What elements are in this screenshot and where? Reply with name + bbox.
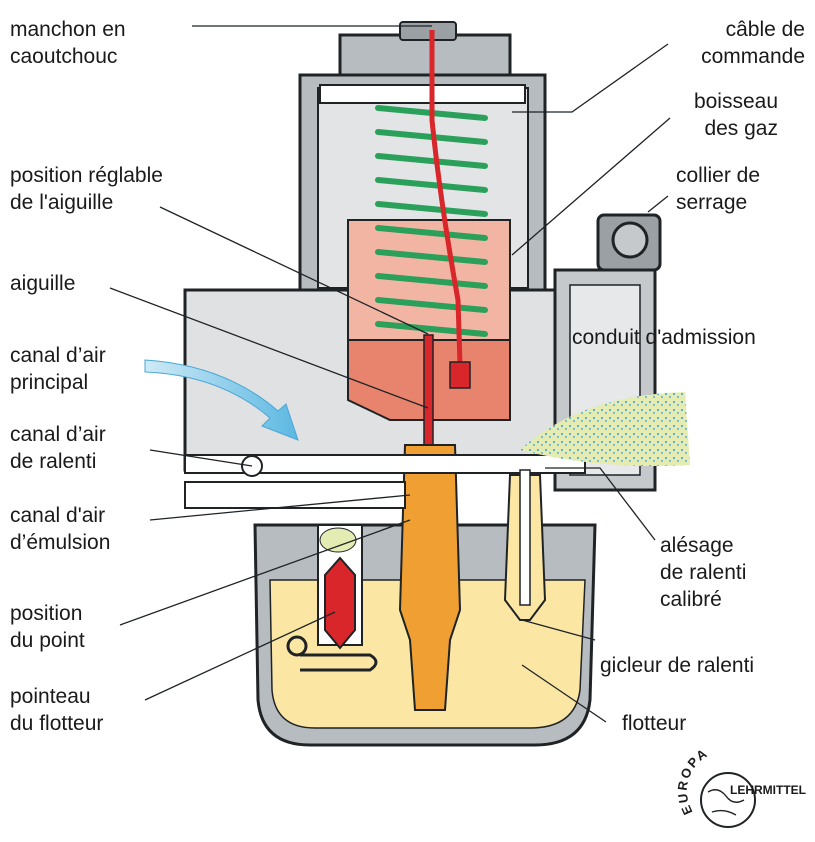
label-line: gicleur de ralenti xyxy=(600,654,754,677)
label-line: position xyxy=(10,602,82,625)
label-line: de ralenti xyxy=(660,561,746,584)
label-gicleur: gicleur de ralenti xyxy=(600,654,754,677)
label-line: caoutchouc xyxy=(10,45,117,68)
clamp xyxy=(596,213,662,272)
slide-spring xyxy=(375,105,488,337)
label-line: manchon en xyxy=(10,18,126,41)
label-alesage: alésage de ralenti calibré xyxy=(660,534,746,611)
label-line: flotteur xyxy=(622,712,686,735)
fuel-mist xyxy=(520,392,690,466)
leader-lines xyxy=(109,25,671,723)
label-line: calibré xyxy=(660,588,722,611)
float xyxy=(300,653,378,672)
label-position-reglable: position réglable de l'aiguille xyxy=(10,164,163,214)
carburetor-body xyxy=(144,21,690,747)
label-line: de l'aiguille xyxy=(10,191,113,214)
label-line: des gaz xyxy=(704,117,778,140)
label-line: boisseau xyxy=(694,90,778,113)
label-line: canal d'air xyxy=(10,504,105,527)
label-line: principal xyxy=(10,371,88,394)
label-boisseau: boisseau des gaz xyxy=(694,90,778,140)
label-line: collier de xyxy=(676,164,760,187)
label-line: canal d’air xyxy=(10,423,106,446)
label-line: commande xyxy=(701,45,805,68)
label-line: serrage xyxy=(676,191,747,214)
europa-lehrmittel-logo: EUROPA LEHRMITTEL xyxy=(675,745,806,828)
label-line: aiguille xyxy=(10,272,75,295)
label-cable: câble de commande xyxy=(701,18,805,68)
label-line: conduit d'admission xyxy=(572,326,756,349)
rubber-sleeve xyxy=(399,21,457,41)
globe-icon xyxy=(700,772,756,828)
label-position-point: position du point xyxy=(10,602,85,652)
logo-brand-text: LEHRMITTEL xyxy=(730,783,806,797)
label-line: d’émulsion xyxy=(10,531,110,554)
label-manchon: manchon en caoutchouc xyxy=(10,18,126,68)
labels: manchon en caoutchouc câble de commande bo… xyxy=(10,18,805,735)
emulsion-channel xyxy=(184,481,406,509)
label-canal-air-principal: canal d’air principal xyxy=(10,344,106,394)
needle-jet xyxy=(398,444,462,711)
label-collier: collier de serrage xyxy=(676,164,760,214)
air-arrow xyxy=(144,359,299,441)
idle-air-channel xyxy=(184,454,586,474)
label-line: position réglable xyxy=(10,164,163,187)
label-conduit: conduit d'admission xyxy=(572,326,756,349)
label-pointeau: pointeau du flotteur xyxy=(10,685,103,735)
label-line: alésage xyxy=(660,534,734,557)
label-aiguille: aiguille xyxy=(10,272,75,295)
label-line: câble de xyxy=(726,18,805,41)
label-line: canal d’air xyxy=(10,344,106,367)
label-line: du flotteur xyxy=(10,712,103,735)
label-canal-air-emulsion: canal d'air d’émulsion xyxy=(10,504,110,554)
label-line: du point xyxy=(10,629,85,652)
label-line: de ralenti xyxy=(10,450,96,473)
throttle-cable xyxy=(429,30,463,366)
label-line: pointeau xyxy=(10,685,91,708)
label-canal-air-ralenti: canal d’air de ralenti xyxy=(10,423,106,473)
label-flotteur: flotteur xyxy=(622,712,686,735)
float-needle xyxy=(324,556,356,650)
